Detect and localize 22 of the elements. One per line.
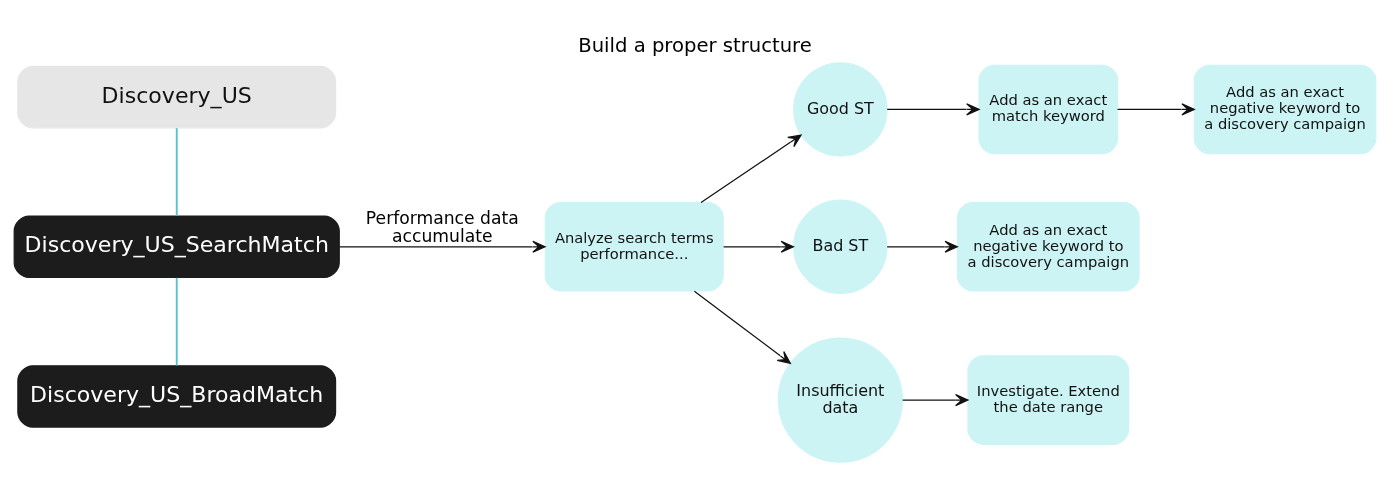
node-circle: Bad ST — [793, 199, 888, 294]
node-box: Discovery_US_SearchMatch — [13, 215, 340, 278]
node-box: Discovery_US_BroadMatch — [17, 364, 337, 428]
arrow — [886, 240, 958, 253]
arrow — [1117, 102, 1195, 116]
node-box: Add as an exact negative keyword to a discovery campaign — [956, 201, 1140, 292]
connector — [175, 126, 178, 217]
connector — [175, 276, 178, 366]
node-box: Discovery_US — [17, 65, 337, 128]
arrow — [693, 290, 791, 364]
node-box: Analyze search terms performance... — [544, 201, 724, 292]
arrow — [886, 102, 980, 116]
node-circle: Good ST — [793, 61, 888, 157]
arrow — [723, 240, 795, 253]
node-box: Add as an exact negative keyword to a discovery campaign — [1193, 64, 1377, 154]
edge-label: Performance data accumulate — [365, 207, 519, 246]
arrow — [902, 393, 969, 406]
arrow — [338, 240, 546, 253]
node-box: Investigate. Extend the date range — [967, 354, 1130, 445]
diagram-title: Build a proper structure — [578, 33, 812, 57]
arrow — [700, 134, 802, 203]
node-box: Add as an exact match keyword — [978, 64, 1119, 154]
